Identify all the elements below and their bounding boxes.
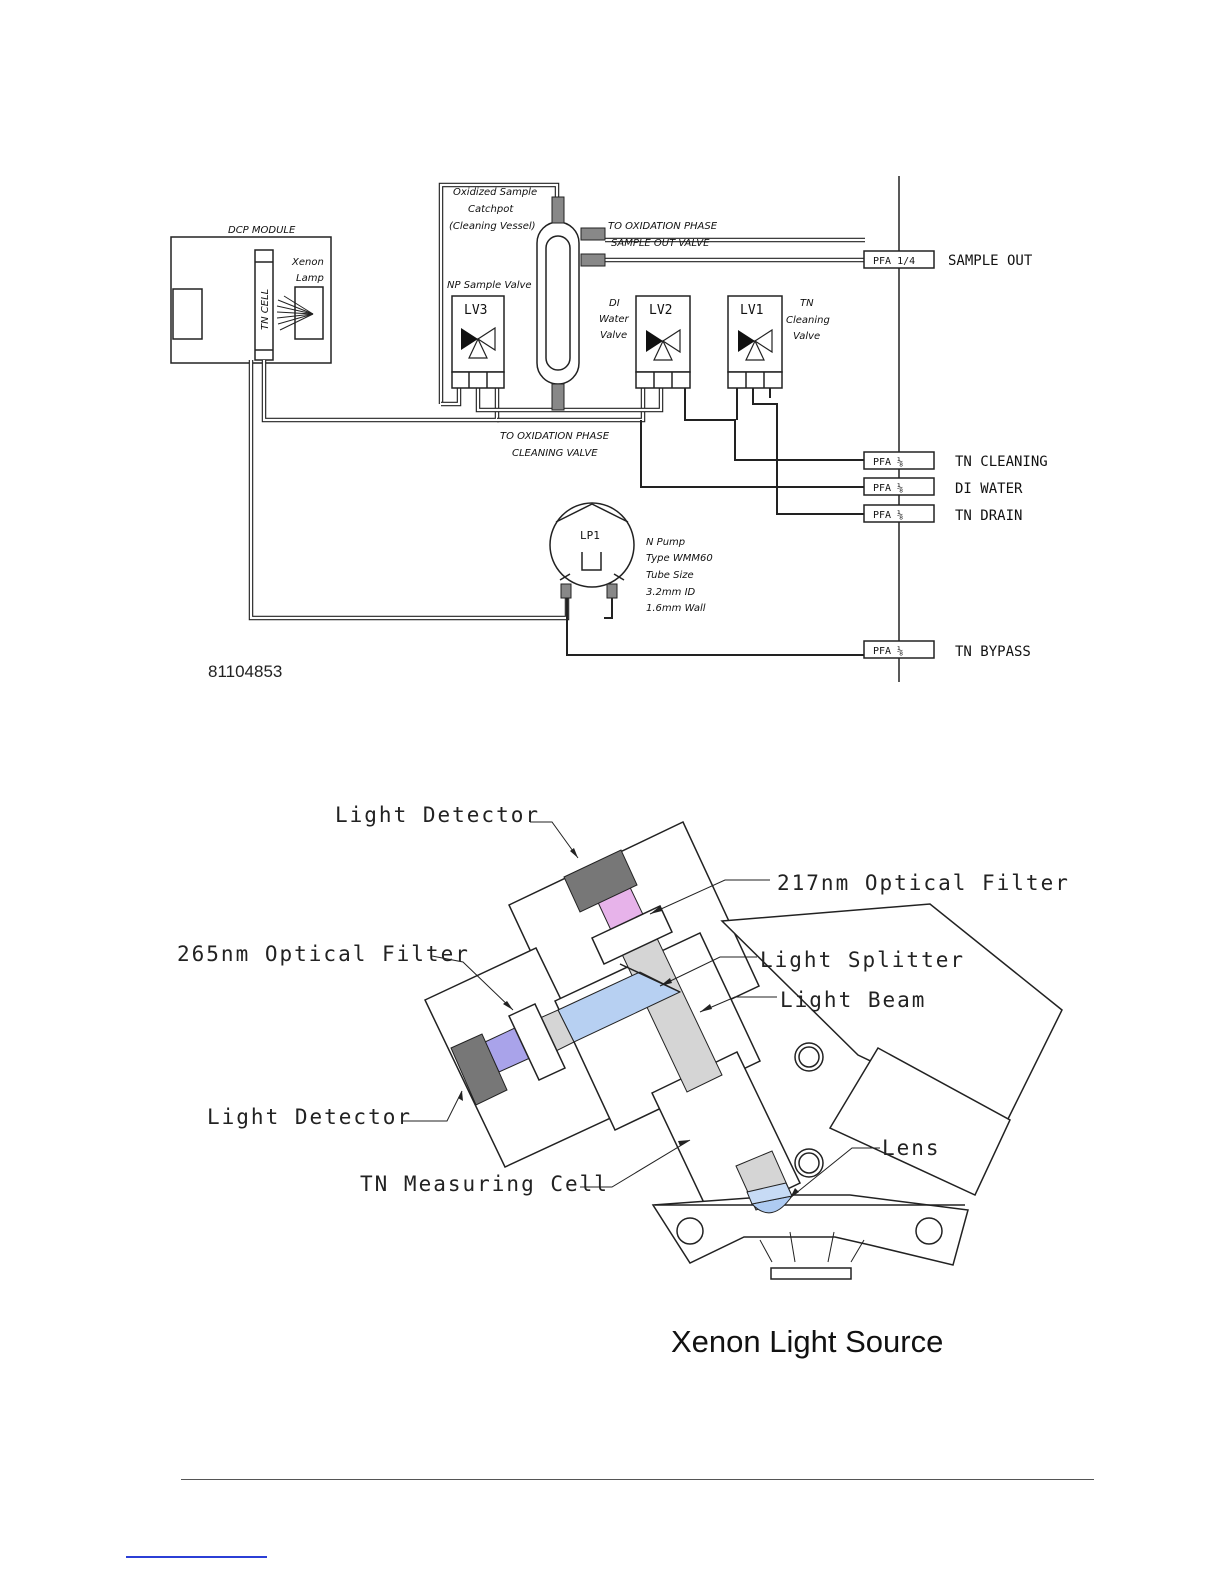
svg-text:PFA ⅛: PFA ⅛	[873, 456, 903, 468]
dcp-module-label: DCP MODULE	[228, 225, 296, 236]
caption-xenon-light-source: Xenon Light Source	[671, 1324, 943, 1359]
pump-lp1	[549, 502, 635, 599]
tn-cleaning-valve-label-3: Valve	[793, 331, 820, 342]
svg-text:PFA 1/4: PFA 1/4	[873, 256, 915, 267]
lv2-label: LV2	[649, 303, 672, 318]
di-water-valve-label-3: Valve	[600, 330, 627, 341]
port-tn-bypass: PFA ⅛ TN BYPASS	[863, 640, 1031, 660]
lv1-label: LV1	[740, 303, 763, 318]
svg-text:TN BYPASS: TN BYPASS	[955, 644, 1031, 660]
leader-arrows	[458, 848, 799, 1198]
di-water-valve-label-2: Water	[599, 314, 630, 325]
housing-right-upper	[720, 903, 1063, 1126]
label-light-splitter: Light Splitter	[760, 948, 965, 972]
pump-lp1-label: LP1	[580, 529, 600, 542]
to-sample-out-label-1: TO OXIDATION PHASE	[608, 221, 718, 232]
label-filter-217nm: 217nm Optical Filter	[777, 871, 1070, 895]
light-detector-top	[563, 849, 638, 913]
pump-spec-3: Tube Size	[646, 570, 694, 581]
xenon-lamp-base	[770, 1267, 852, 1280]
tn-cleaning-valve-label-1: TN	[800, 298, 814, 309]
label-filter-265nm: 265nm Optical Filter	[177, 942, 470, 966]
lamp-mount	[651, 1194, 969, 1266]
lv3-label: LV3	[464, 303, 487, 318]
catchpot-label-1: Oxidized Sample	[453, 187, 537, 198]
label-light-detector-top: Light Detector	[335, 803, 540, 827]
filter-265nm	[508, 1003, 566, 1081]
to-cleaning-label-1: TO OXIDATION PHASE	[500, 431, 610, 442]
valve-lv1	[727, 295, 783, 389]
dcp-module-window	[172, 288, 203, 340]
pump-spec-2: Type WMM60	[646, 553, 713, 564]
svg-text:SAMPLE OUT: SAMPLE OUT	[948, 253, 1033, 269]
catchpot-label-3: (Cleaning Vessel)	[449, 221, 536, 232]
footer-link-underline	[126, 1556, 267, 1558]
catchpot-fittings	[551, 196, 606, 411]
label-lens: Lens	[882, 1136, 941, 1160]
tn-cell-label: TN CELL	[260, 289, 271, 330]
np-sample-valve-label: NP Sample Valve	[447, 280, 532, 291]
port-tn-drain: PFA ⅛ TN DRAIN	[863, 504, 1022, 524]
xenon-lamp-rays	[276, 295, 314, 331]
pump-spec-4: 3.2mm ID	[646, 587, 696, 598]
xenon-lamp-label-2: Lamp	[296, 273, 324, 284]
label-tn-measuring-cell: TN Measuring Cell	[360, 1172, 609, 1196]
valve-lv3	[451, 295, 505, 389]
label-light-beam: Light Beam	[780, 988, 926, 1012]
port-sample-out: PFA 1/4 SAMPLE OUT	[863, 250, 1033, 269]
xenon-lamp-label-1: Xenon	[291, 257, 324, 268]
valve-lv2	[635, 295, 691, 389]
filter-217nm	[591, 904, 673, 966]
svg-text:TN DRAIN: TN DRAIN	[955, 508, 1022, 524]
svg-text:PFA ⅛: PFA ⅛	[873, 645, 903, 657]
light-splitter	[619, 963, 681, 993]
di-water-valve-label-1: DI	[609, 298, 620, 309]
port-lines	[566, 386, 865, 656]
catchpot-label-2: Catchpot	[468, 204, 514, 215]
housing-right-lower	[828, 1046, 1011, 1196]
xenon-rays	[759, 1231, 865, 1263]
light-detector-left	[450, 1033, 508, 1106]
svg-text:PFA ⅛: PFA ⅛	[873, 482, 903, 494]
tn-cleaning-valve-label-2: Cleaning	[786, 315, 830, 326]
drawing-number: 81104853	[208, 662, 282, 681]
to-cleaning-label-2: CLEANING VALVE	[512, 448, 598, 459]
svg-text:TN CLEANING: TN CLEANING	[955, 454, 1048, 470]
tn-schematic-diagram: DCP MODULE TN CELL Xenon Lamp	[170, 176, 1048, 682]
pump-spec-1: N Pump	[646, 537, 685, 548]
footer-rule	[181, 1479, 1094, 1480]
optical-path-diagram: Light Detector 217nm Optical Filter 265n…	[177, 803, 1070, 1359]
pump-spec-5: 1.6mm Wall	[646, 603, 706, 614]
port-tn-cleaning: PFA ⅛ TN CLEANING	[863, 451, 1048, 470]
to-sample-out-label-2: SAMPLE OUT VALVE	[611, 238, 710, 249]
svg-text:PFA ⅛: PFA ⅛	[873, 509, 903, 521]
svg-text:DI WATER: DI WATER	[955, 481, 1023, 497]
label-light-detector-left: Light Detector	[207, 1105, 412, 1129]
leader-lines	[402, 821, 880, 1199]
tubing	[248, 182, 865, 621]
port-di-water: PFA ⅛ DI WATER	[863, 477, 1023, 497]
